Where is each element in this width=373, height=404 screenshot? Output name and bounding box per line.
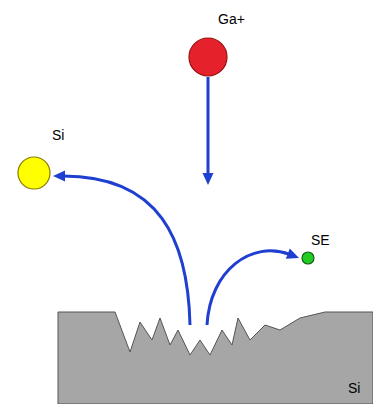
arrow-line <box>63 176 190 325</box>
ion-circle-shape <box>189 38 227 76</box>
node-label: SE <box>311 232 330 248</box>
ion-circle: Ga+ <box>188 10 258 80</box>
node-label: Ga+ <box>218 11 245 27</box>
arrow-line <box>207 251 290 325</box>
beam-arrow <box>53 171 190 326</box>
atom-circle-outline <box>14 124 78 192</box>
electron-circle-shape <box>302 252 314 264</box>
substrate-block-shape <box>58 312 373 404</box>
atom-circle-shape <box>18 157 50 189</box>
arrow-line <box>207 77 210 175</box>
electron-circle: SE <box>298 232 348 270</box>
arrow-head <box>286 249 299 259</box>
node-label: Si <box>52 127 64 143</box>
arrow-head <box>203 173 214 185</box>
atom-circle: Si <box>14 124 78 192</box>
substrate-block: Si <box>58 312 373 404</box>
beam-arrow <box>203 77 214 185</box>
node-label: Si <box>348 380 360 396</box>
arrow-head <box>53 171 65 182</box>
substrate-block-outline <box>58 312 373 404</box>
beam-arrow <box>207 249 299 325</box>
